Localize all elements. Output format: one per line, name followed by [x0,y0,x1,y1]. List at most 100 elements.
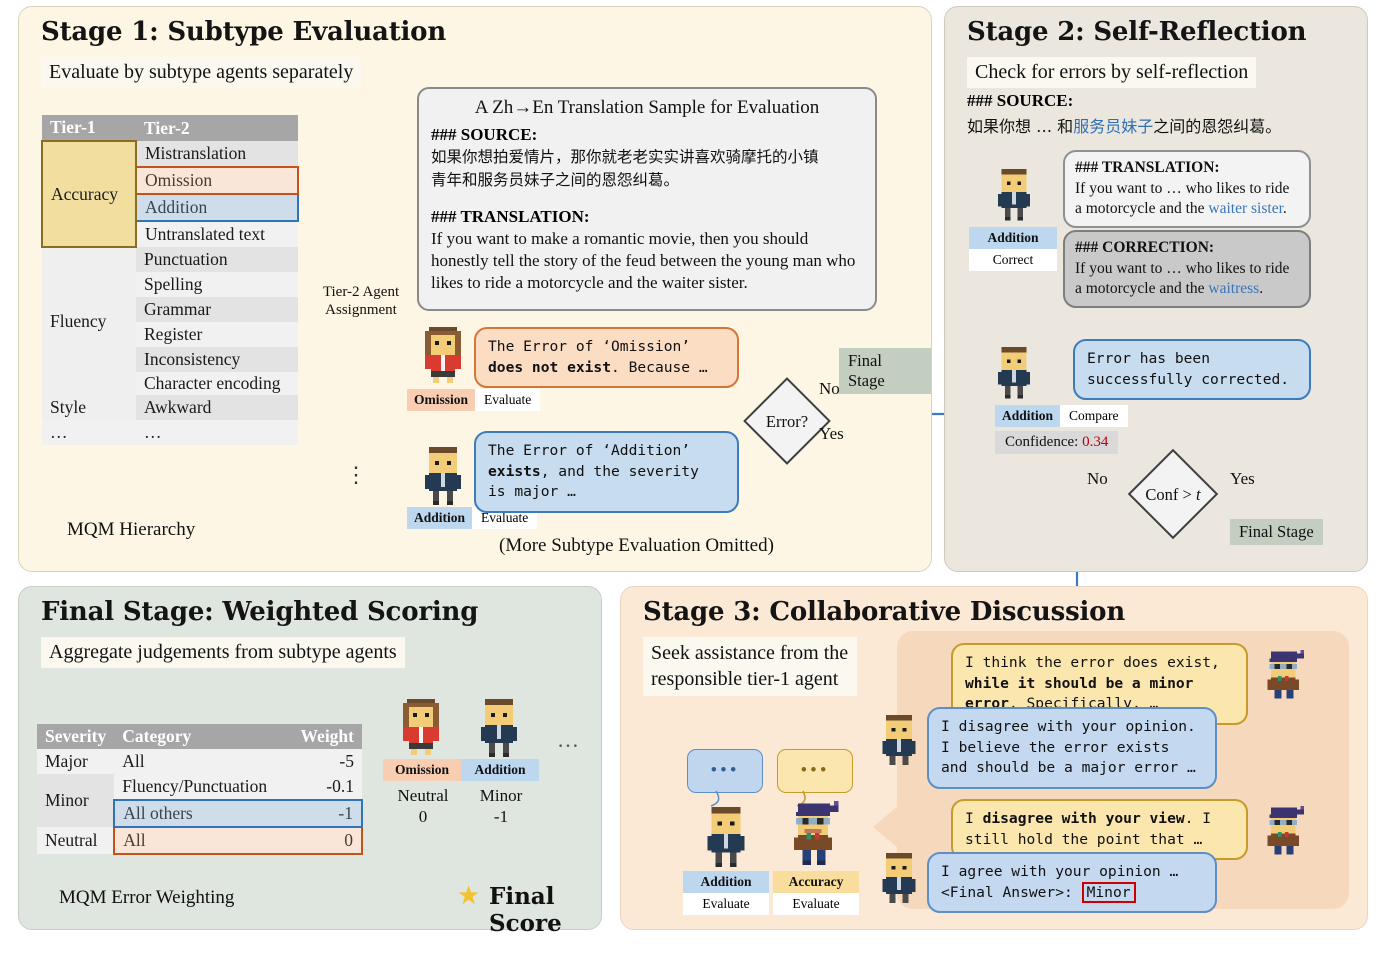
omission-agent-label: Omission Evaluate [407,389,541,411]
severity-major: Major [37,749,115,774]
stage3-accuracy-tag: Accuracy [773,871,859,893]
stage3-addition-action: Evaluate [683,893,769,915]
tier2-punctuation: Punctuation [136,247,298,272]
table-row: Addition [42,193,299,222]
addition-bubble-part2: , and the severity is major … [488,462,699,501]
category-all-others[interactable]: All others [113,799,293,828]
omission-agent-tag: Omission [407,389,476,411]
stage3-accuracy-label: Accuracy Evaluate [773,871,859,915]
addition-bubble-part1: The Error of ‘Addition’ [488,442,691,459]
tier2-addition[interactable]: Addition [135,193,299,222]
table-row: Accuracy Mistranslation [41,140,298,248]
sample-source-heading: ### SOURCE: [431,125,538,144]
mqm-hierarchy-table: Tier-1 Tier-2 Accuracy Mistranslation Om… [41,115,299,446]
tier2-character-encoding: Character encoding [136,372,298,396]
discussion-region-tail [873,805,899,849]
reflection-agent-action: Correct [969,249,1057,271]
msg1-line1: I think the error does exist, [965,654,1220,671]
conf-no-label: No [1087,469,1108,488]
final-stage-badge-2[interactable]: Final Stage [1230,519,1323,545]
tier2-ellipsis: … [136,420,298,446]
stage-1-title: Stage 1: Subtype Evaluation [41,17,447,47]
sample-title: A Zh→En Translation Sample for Evaluatio… [474,97,820,118]
more-subtype-omitted-note: (More Subtype Evaluation Omitted) [499,535,774,556]
omission-bubble-bold: does not exist [488,358,612,376]
omission-bubble-part2: . Because … [611,358,708,376]
final-omission-judgement: Neutral 0 [397,786,449,827]
stage2-source-text: 如果你想 … 和服务员妹子之间的恩怨纠葛。 [967,117,1282,136]
discussion-accuracy-avatar-2 [1259,803,1311,861]
table-row: Neutral All 0 [37,826,364,855]
msg3-bold: disagree with your view [982,810,1185,827]
mqm-hierarchy-caption: MQM Hierarchy [67,519,196,540]
conf-yes-label: Yes [1230,469,1255,488]
stage3-addition-label: Addition Evaluate [683,871,769,915]
omission-bubble-part1: The Error of ‘Omission’ [488,338,691,355]
stage3-accuracy-action: Evaluate [773,893,859,915]
stage-1-subtitle: Evaluate by subtype agents separately [41,57,362,89]
tier2-register: Register [136,322,298,347]
weight-minor-fluency: -0.1 [292,774,362,800]
category-neutral-all[interactable]: All [113,826,293,855]
stage-2-subtitle: Check for errors by self-reflection [967,57,1257,89]
discussion-accuracy-avatar-1 [1259,647,1311,705]
final-stage-panel: Final Stage: Weighted Scoring Aggregate … [18,586,602,937]
stage2-correction-line1: If you want to … who likes to ride [1075,259,1290,277]
weight-neutral[interactable]: 0 [292,826,364,855]
severity-neutral: Neutral [37,827,115,854]
discussion-addition-avatar-1 [873,711,925,769]
reflection-agent-label: Addition Correct [969,227,1057,271]
compare-agent-action: Compare [1060,405,1128,427]
stage-3-title: Stage 3: Collaborative Discussion [643,597,1126,627]
tier2-untranslated-text: Untranslated text [136,221,298,247]
addition-thinking-bubble: ••• [687,749,763,793]
table-row: Major All -5 [37,749,362,774]
sample-source-line-1: 如果你想拍爱情片，那你就老老实实讲喜欢骑摩托的小镇 [431,148,819,166]
stage2-translation-box: ### TRANSLATION: If you want to … who li… [1063,150,1311,228]
accuracy-thinking-bubble: ••• [777,749,853,793]
confidence-box: Confidence: 0.34 [995,431,1119,454]
mqm-error-weighting-table: Severity Category Weight Major All -5 Mi… [37,724,364,855]
omission-result-bubble: The Error of ‘Omission’ does not exist. … [474,327,739,389]
stage-2-title: Stage 2: Self-Reflection [967,17,1307,47]
stage-3-subtitle: Seek assistance from the responsible tie… [643,637,857,696]
final-omission-label: Omission [383,759,461,781]
addition-agent-tag: Addition [407,507,473,529]
table-row: Spelling [42,272,298,297]
weight-minor-others[interactable]: -1 [292,799,364,828]
stage3-accuracy-avatar [783,799,847,867]
omission-agent-avatar [415,323,471,385]
msg2-line3: and should be a major error … [941,759,1196,777]
table-row: Untranslated text [42,221,298,247]
table-row: Minor Fluency/Punctuation -0.1 [37,774,362,827]
weight-major: -5 [292,749,362,774]
msg3-line2: still hold the point that … [965,830,1203,848]
stage2-translation-line1: If you want to … who likes to ride [1075,179,1290,197]
column-header-tier2: Tier-2 [136,115,298,141]
compare-agent-tag: Addition [995,405,1061,427]
tier1-style-cell: Style [42,395,136,421]
final-omission-avatar [393,695,449,757]
stage2-correction-highlight: waitress [1208,280,1260,298]
severity-minor: Minor [37,774,115,827]
final-addition-tag: Addition [461,759,539,781]
tier2-spelling: Spelling [136,272,298,297]
final-score-label: Final Score [489,883,562,937]
msg4-line1: I agree with your opinion … [941,863,1179,880]
stage-2-panel: Stage 2: Self-Reflection Check for error… [944,6,1368,572]
final-stage-badge-1[interactable]: Final Stage [839,348,931,394]
tier2-omission[interactable]: Omission [135,166,299,195]
column-header-tier1: Tier-1 [42,115,136,141]
stage2-source-heading: ### SOURCE: [967,91,1074,110]
addition-bubble-bold: exists [488,462,541,480]
category-fluency-punctuation: Fluency/Punctuation [114,774,293,800]
translation-sample-box: A Zh→En Translation Sample for Evaluatio… [417,87,877,311]
corrected-line-1: Error has been [1087,350,1211,367]
category-major-all: All [114,749,293,774]
tier2-inconsistency: Inconsistency [136,347,298,372]
table-row: Inconsistency [42,347,298,372]
omission-agent-action: Evaluate [475,389,541,411]
final-addition-judgement: Minor -1 [479,786,523,827]
mqm-weighting-caption: MQM Error Weighting [59,887,235,908]
table-header-row: Severity Category Weight [37,724,362,749]
